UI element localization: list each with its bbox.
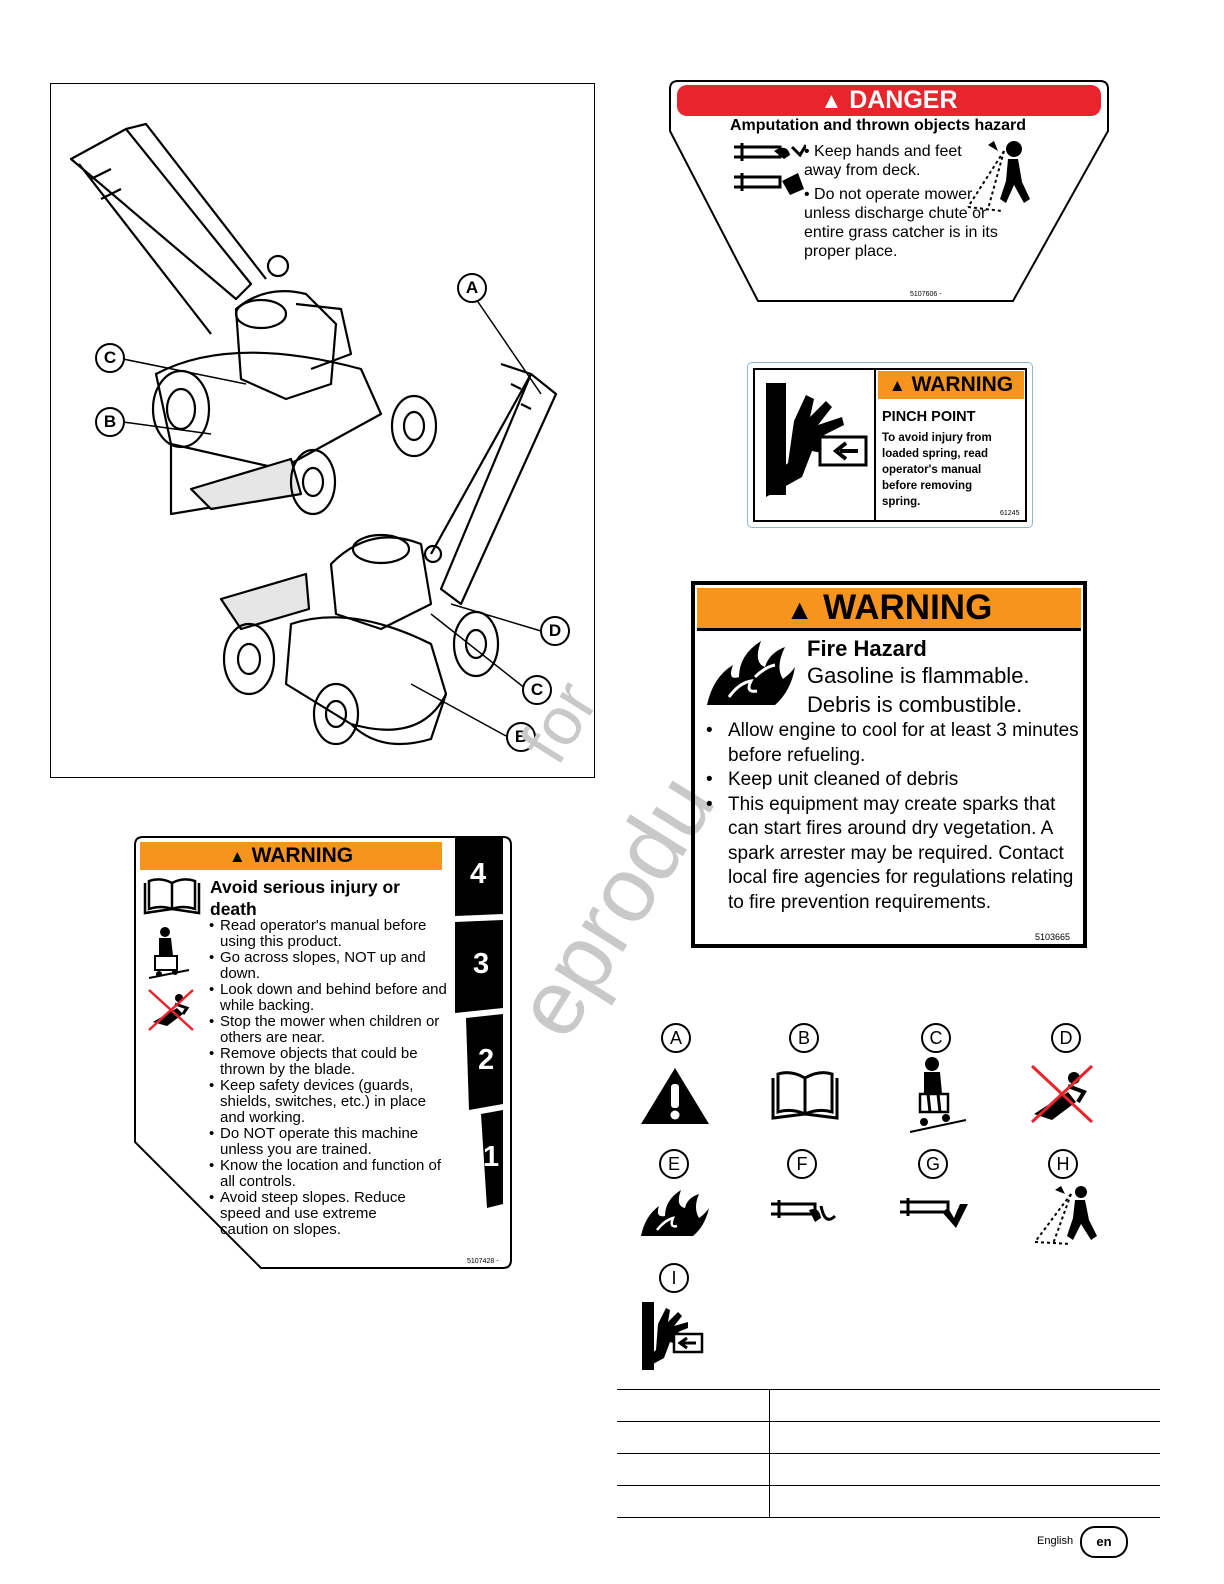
footer-language: English xyxy=(1037,1535,1074,1547)
fire-icon xyxy=(641,1190,709,1236)
warning-triangle-icon xyxy=(641,1068,709,1124)
warning-triangle-icon: ▲ xyxy=(785,594,814,625)
slope-title: Avoid serious injury or death xyxy=(210,877,400,919)
hand-foot-deck-icon xyxy=(734,143,806,195)
danger-part-number: 5107606 - xyxy=(910,291,942,298)
danger-header-label: DANGER xyxy=(849,86,958,114)
pinch-divider xyxy=(874,368,876,522)
slope-warning-decal: 4 3 2 1 ▲ WARNING Avoid serious injury o… xyxy=(133,836,513,1270)
fire-bullet-list: Allow engine to cool for at least 3 minu… xyxy=(697,719,1082,915)
callout-b-lower: B xyxy=(506,722,536,752)
list-item: Know the location and function of all co… xyxy=(209,1158,447,1190)
slope-part-number: 5107428 - xyxy=(467,1258,499,1265)
slope-header: ▲ WARNING xyxy=(140,842,442,870)
callout-c: C xyxy=(95,343,125,373)
mower-figure: A C B D C B xyxy=(50,83,595,778)
warning-triangle-icon: ▲ xyxy=(820,88,843,113)
callout-a: A xyxy=(457,273,487,303)
legend-letter-g: G xyxy=(918,1149,948,1179)
danger-decal: ▲ DANGER Amputation and thrown objects h… xyxy=(668,79,1110,304)
list-item: Keep safety devices (guards, shields, sw… xyxy=(209,1078,447,1126)
callout-d: D xyxy=(540,616,570,646)
list-item: Read operator's manual before using this… xyxy=(209,918,447,950)
callout-c-lower: C xyxy=(522,675,552,705)
slope-number-3: 3 xyxy=(473,948,490,980)
no-slope-mowing-icon xyxy=(148,989,194,1031)
pinch-header-label: WARNING xyxy=(911,373,1014,396)
list-item: This equipment may create sparks that ca… xyxy=(697,793,1082,916)
operator-upright-icon xyxy=(148,927,190,979)
legend-letter-f: F xyxy=(787,1149,817,1179)
danger-header: ▲ DANGER xyxy=(677,85,1101,116)
fire-part-number: 5103665 xyxy=(1035,932,1071,942)
manual-book-icon xyxy=(143,878,201,915)
pinch-hand-icon xyxy=(766,383,868,497)
table-row xyxy=(617,1485,1160,1518)
legend-letter-d: D xyxy=(1051,1023,1081,1053)
list-item: Avoid steep slopes. Reduce speed and use… xyxy=(209,1190,447,1238)
pinch-title: PINCH POINT xyxy=(882,409,976,425)
danger-text-chute-body: Do not operate mower unless discharge ch… xyxy=(804,186,998,260)
warning-triangle-icon: ▲ xyxy=(888,376,906,395)
slope-bullet-list: Read operator's manual before using this… xyxy=(209,918,447,1238)
list-item: Allow engine to cool for at least 3 minu… xyxy=(697,719,1082,768)
fire-hazard-decal: ▲ WARNING Fire Hazard Gasoline is flamma… xyxy=(691,581,1087,948)
pinch-header: ▲ WARNING xyxy=(878,371,1024,399)
legend-letter-e: E xyxy=(659,1149,689,1179)
fire-icon xyxy=(707,641,795,705)
slope-header-label: WARNING xyxy=(251,844,354,867)
table-row xyxy=(617,1453,1160,1486)
fire-line-2: Debris is combustible. xyxy=(807,692,1023,717)
fire-header: ▲ WARNING xyxy=(697,588,1081,631)
hand-under-deck-icon xyxy=(771,1200,837,1222)
legend-letter-i: I xyxy=(659,1263,689,1293)
legend-letter-a: A xyxy=(661,1023,691,1053)
operator-upright-icon xyxy=(909,1057,967,1133)
legend-letter-c: C xyxy=(921,1023,951,1053)
table-row xyxy=(617,1421,1160,1454)
table-row xyxy=(617,1389,1160,1422)
list-item: Do NOT operate this machine unless you a… xyxy=(209,1126,447,1158)
list-item: Look down and behind before and while ba… xyxy=(209,982,447,1014)
warning-triangle-icon: ▲ xyxy=(228,847,246,866)
callout-b: B xyxy=(95,407,125,437)
legend-table xyxy=(617,1389,1160,1518)
pinch-inner-frame xyxy=(753,368,1027,522)
danger-text-hands-body: Keep hands and feet away from deck. xyxy=(804,143,962,179)
slope-number-2: 2 xyxy=(478,1044,495,1076)
fire-title: Fire Hazard xyxy=(807,636,927,661)
pinch-point-decal: ▲ WARNING PINCH POINT To avoid injury fr… xyxy=(747,362,1033,528)
slope-number-4: 4 xyxy=(470,858,487,890)
legend-letter-h: H xyxy=(1048,1149,1078,1179)
danger-subtitle: Amputation and thrown objects hazard xyxy=(730,117,1027,134)
list-item: Stop the mower when children or others a… xyxy=(209,1014,447,1046)
slope-number-1: 1 xyxy=(483,1141,500,1173)
legend-letter-b: B xyxy=(789,1023,819,1053)
thrown-object-person-icon xyxy=(967,141,1030,212)
list-item: Keep unit cleaned of debris xyxy=(697,768,1082,793)
pinch-hand-icon xyxy=(642,1302,704,1370)
manual-book-icon xyxy=(771,1071,839,1120)
mower-illustration xyxy=(69,122,558,746)
danger-text-hands: • Keep hands and feet away from deck. xyxy=(804,143,962,179)
fire-line-1: Gasoline is flammable. xyxy=(807,663,1030,688)
list-item: Go across slopes, NOT up and down. xyxy=(209,950,447,982)
thrown-object-person-icon xyxy=(1034,1186,1097,1245)
fire-header-label: WARNING xyxy=(823,588,993,627)
language-badge: en xyxy=(1080,1526,1128,1558)
list-item: Remove objects that could be thrown by t… xyxy=(209,1046,447,1078)
foot-under-deck-icon xyxy=(900,1198,968,1228)
danger-text-chute: • Do not operate mower unless discharge … xyxy=(804,186,998,260)
pinch-body: To avoid injury from loaded spring, read… xyxy=(882,432,992,508)
pinch-part-number: 61245 xyxy=(1000,510,1020,517)
no-slope-mowing-icon xyxy=(1030,1064,1094,1124)
